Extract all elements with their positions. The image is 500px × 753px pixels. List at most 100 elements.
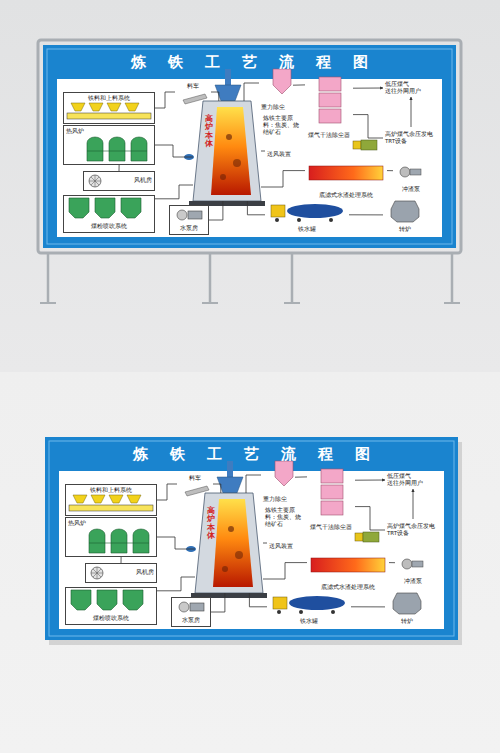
node-label: 铁料和上料系统 [88,95,130,102]
node-label: 高炉煤气余压发电 TRT设备 [387,523,439,537]
pipe-connector [353,88,383,89]
tuyere-box: 送风装置 [265,149,299,161]
node-label: 低压煤气 送往外网用户 [385,81,437,95]
node-label: 底滤式水渣处理系统 [321,584,375,591]
pipe-connector [244,83,259,101]
pipe-connector [249,593,267,607]
pipe-connector [261,171,305,187]
pipe-connector [263,563,307,579]
node-label: 铁料和上料系统 [90,487,132,494]
banner-art [43,45,456,248]
pipe-connector [155,92,175,108]
node-label: 高炉本体 [207,507,215,540]
node-label: 风机房 [134,177,152,184]
pump-house-box: 水泵房 [171,597,211,627]
node-label: 高炉本体 [205,115,213,148]
hot-metal-box: 铁水罐 [267,591,351,627]
pump-house-box: 水泵房 [169,205,209,235]
tuyere-box: 送风装置 [267,541,301,553]
pipe-connector [155,185,193,199]
pipe-connector [211,92,219,101]
coal-injection-box: 煤粉喷吹系统 [63,195,155,233]
banner-panel: 炼铁工艺流程图铁料和上料系统 料车高炉本体 重力除尘 低压煤气 送往外网用户热风炉煤气… [43,45,456,248]
node-label: 风机房 [136,569,154,576]
pipe-connector [349,214,383,215]
node-label: 重力除尘 [261,104,285,111]
node-label: 送风装置 [269,543,293,550]
pipe-connector [211,593,225,612]
node-label: 冲渣泵 [402,186,420,193]
node-label: 煤粉喷吹系统 [93,615,129,622]
node-label: 煤气干法除尘器 [310,524,352,531]
pipe-connector [355,507,385,530]
gas-outlet-box: 低压煤气 送往外网用户 [385,471,441,489]
pipe-connector [247,201,265,215]
dust-catcher-box: 重力除尘 [259,65,293,113]
pipe-connector [157,537,195,549]
node-label: 水泵房 [182,617,200,624]
dry-filter-box: 煤气干法除尘器 [307,467,355,533]
pipe-connector [411,97,412,127]
banner-panel: 炼铁工艺流程图铁料和上料系统 料车高炉本体 重力除尘 低压煤气 送往外网用户热风炉煤气… [45,437,458,640]
pipe-connector [155,145,193,157]
pipe-connector [355,480,385,481]
diagram-title: 炼铁工艺流程图 [111,444,392,464]
pipe-connector [295,476,307,477]
material-note: 炼铁主要原料：焦炭、烧结矿石 [265,507,305,528]
feed-system-box: 铁料和上料系统 [63,92,155,124]
dust-catcher-box: 重力除尘 [261,457,295,505]
skip-car-label: 料车 [175,81,211,103]
pipe-connector [351,606,385,607]
gas-outlet-box: 低压煤气 送往外网用户 [383,79,439,97]
node-label: 重力除尘 [263,496,287,503]
furnace-body: 高炉本体 [195,493,263,593]
node-label: 低压煤气 送往外网用户 [387,473,439,487]
pipe-connector [157,484,177,500]
node-label: 料车 [189,475,201,482]
node-label: 送风装置 [267,151,291,158]
slag-system-box: 底滤式水渣处理系统 [307,555,389,593]
pipe-connector [209,201,223,220]
node-label: 料车 [187,83,199,90]
pipe-connector [157,577,195,591]
coal-injection-box: 煤粉喷吹系统 [65,587,157,625]
skip-car-label: 料车 [177,473,213,495]
slag-pump-box: 冲渣泵 [395,555,431,587]
slag-pump-box: 冲渣泵 [393,163,429,195]
trt-box: 高炉煤气余压发电 TRT设备 [383,127,439,149]
node-label: 热风炉 [66,128,84,135]
blower-box: 风机房 [83,171,155,191]
banner-art [45,437,458,640]
display-stand [38,40,461,303]
hot-metal-box: 铁水罐 [265,199,349,235]
blower-box: 风机房 [85,563,157,583]
pipe-connector [261,151,265,152]
converter-box: 转炉 [385,589,429,627]
pipe-connector [387,170,393,171]
pipe-connector [353,115,383,138]
pipe-connector [263,543,267,544]
pipe-connector [293,84,305,85]
node-label: 铁水罐 [300,618,318,625]
node-label: 热风炉 [68,520,86,527]
dry-filter-box: 煤气干法除尘器 [305,75,353,141]
pipe-connector [413,489,414,519]
node-label: 煤气干法除尘器 [308,132,350,139]
pipe-connector [389,562,395,563]
node-label: 转炉 [399,226,411,233]
node-label: 高炉煤气余压发电 TRT设备 [385,131,437,145]
converter-box: 转炉 [383,197,427,235]
pipe-connector [246,475,261,493]
hot-stove-box: 热风炉 [65,517,157,557]
node-label: 煤粉喷吹系统 [91,223,127,230]
node-label: 冲渣泵 [404,578,422,585]
hot-stove-box: 热风炉 [63,125,155,165]
node-label: 水泵房 [180,225,198,232]
material-note: 炼铁主要原料：焦炭、烧结矿石 [263,115,303,136]
node-label: 转炉 [401,618,413,625]
diagram-title: 炼铁工艺流程图 [109,52,390,72]
furnace-body: 高炉本体 [193,101,261,201]
node-label: 铁水罐 [298,226,316,233]
